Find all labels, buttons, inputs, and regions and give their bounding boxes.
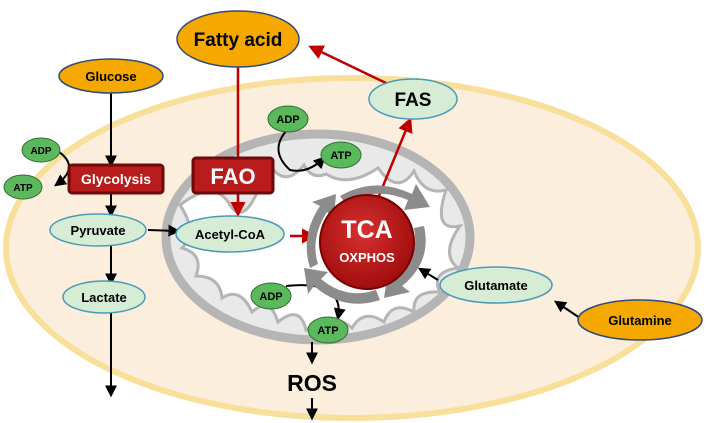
adp-oxphos-node: ADP — [250, 282, 292, 310]
arrow-glutamate-to-tca — [417, 267, 439, 281]
adp-glycolysis-node: ADP — [21, 137, 61, 163]
acetyl-coa-node: Acetyl-CoA — [175, 215, 285, 253]
fatty-acid-label: Fatty acid — [194, 30, 283, 51]
atp-fao-node: ATP — [320, 141, 362, 169]
fao-box: FAO — [191, 156, 275, 195]
glutamate-label: Glutamate — [464, 278, 528, 293]
energy-nodes: ADP ATP ADP ATP ADP ATP — [3, 105, 362, 344]
acetyl-coa-label: Acetyl-CoA — [195, 227, 266, 242]
arrow-pyruvate-to-acetylcoa — [147, 224, 181, 237]
atp-fao-label: ATP — [330, 150, 351, 162]
glutamate-node: Glutamate — [439, 266, 553, 304]
pyruvate-label: Pyruvate — [71, 223, 126, 238]
pyruvate-node: Pyruvate — [49, 213, 147, 247]
adp-oxphos-label: ADP — [259, 291, 282, 303]
ros-label: ROS — [287, 370, 337, 396]
glucose-label: Glucose — [85, 69, 136, 84]
arrow-fas-to-fattyacid — [308, 45, 389, 86]
fao-label: FAO — [210, 164, 255, 189]
glucose-node: Glucose — [58, 58, 164, 94]
glutamine-node: Glutamine — [577, 299, 703, 341]
fatty-acid-node: Fatty acid — [176, 10, 300, 68]
atp-glycolysis-node: ATP — [3, 174, 43, 200]
atp-oxphos-label: ATP — [317, 325, 338, 337]
fas-label: FAS — [395, 90, 432, 111]
adp-fao-label: ADP — [276, 114, 299, 126]
tca-label: TCA — [341, 216, 392, 244]
adp-fao-node: ADP — [267, 105, 309, 133]
atp-glycolysis-label: ATP — [13, 183, 33, 194]
oxphos-label: OXPHOS — [339, 250, 395, 265]
adp-glycolysis-label: ADP — [30, 146, 51, 157]
arrow-adp-atp-fao — [277, 128, 326, 172]
lactate-node: Lactate — [62, 280, 146, 314]
fas-node: FAS — [368, 78, 458, 120]
glutamine-label: Glutamine — [608, 313, 672, 328]
glycolysis-label: Glycolysis — [81, 171, 151, 187]
tca-oxphos-node: TCA OXPHOS — [319, 194, 415, 290]
lactate-label: Lactate — [81, 290, 127, 305]
atp-oxphos-node: ATP — [307, 316, 349, 344]
glycolysis-box: Glycolysis — [67, 163, 165, 195]
